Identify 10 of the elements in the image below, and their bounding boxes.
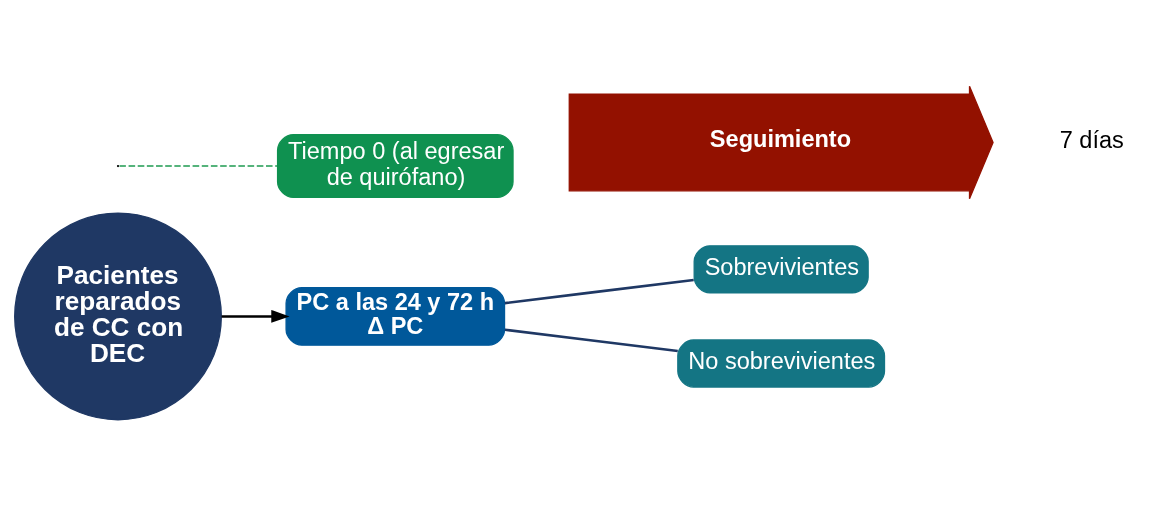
connector xyxy=(118,165,278,167)
node-circle: Pacientes reparados de CC con DEC xyxy=(14,212,222,421)
node-label: 7 días xyxy=(1059,127,1124,154)
connector xyxy=(504,278,694,305)
connector xyxy=(504,328,678,353)
arrow xyxy=(221,310,290,323)
node-box: Tiempo 0 (al egresar de quirófano) xyxy=(276,133,514,199)
node-box: Sobrevivientes xyxy=(693,245,869,294)
node-box: PC a las 24 y 72 h Δ PC xyxy=(285,287,506,346)
node-box: No sobrevivientes xyxy=(677,339,886,388)
